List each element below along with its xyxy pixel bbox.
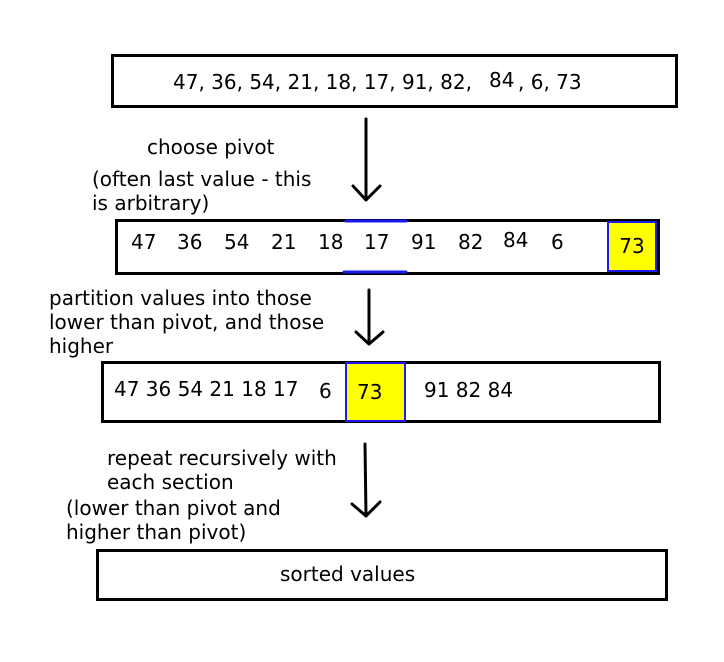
unsorted-values-tail: , 6, 73 [518,70,582,94]
pivot-choice-value: 91 [411,230,437,254]
step-partition-label: partition values into those lower than p… [49,286,325,358]
step-choose-pivot-label: choose pivot [147,135,275,159]
partition-pivot-box: 73 [345,362,406,422]
value-17-marker [342,219,408,274]
pivot-choice-value: 6 [551,230,564,254]
unsorted-values: 47, 36, 54, 21, 18, 17, 91, 82, [173,70,472,94]
step-recurse-label: repeat recursively with each section [107,446,337,494]
unsorted-value-84: 84 [489,68,515,92]
step-choose-pivot-note: (often last value - this is arbitrary) [92,167,312,215]
lower-partition-extra-value: 6 [319,379,332,403]
pivot-choice-value: 47 [131,230,157,254]
pivot-choice-value: 36 [177,230,203,254]
unsorted-list-box [111,54,678,108]
pivot-choice-box [115,219,660,275]
pivot-choice-value: 84 [503,228,529,252]
pivot-choice-value: 82 [458,230,484,254]
step-recurse-note: (lower than pivot and higher than pivot) [66,496,281,544]
sorted-result-box [96,549,668,601]
pivot-value-box: 73 [607,221,657,272]
pivot-choice-value: 54 [224,230,250,254]
down-arrow-3 [350,442,382,518]
lower-partition-values: 47 36 54 21 18 17 [114,377,299,401]
pivot-choice-value: 18 [318,230,344,254]
sorted-result-label: sorted values [280,562,416,586]
down-arrow-2 [354,288,385,346]
pivot-choice-value: 21 [271,230,297,254]
higher-partition-values: 91 82 84 [424,378,514,402]
down-arrow-1 [351,117,382,202]
pivot-choice-value: 17 [364,230,390,254]
